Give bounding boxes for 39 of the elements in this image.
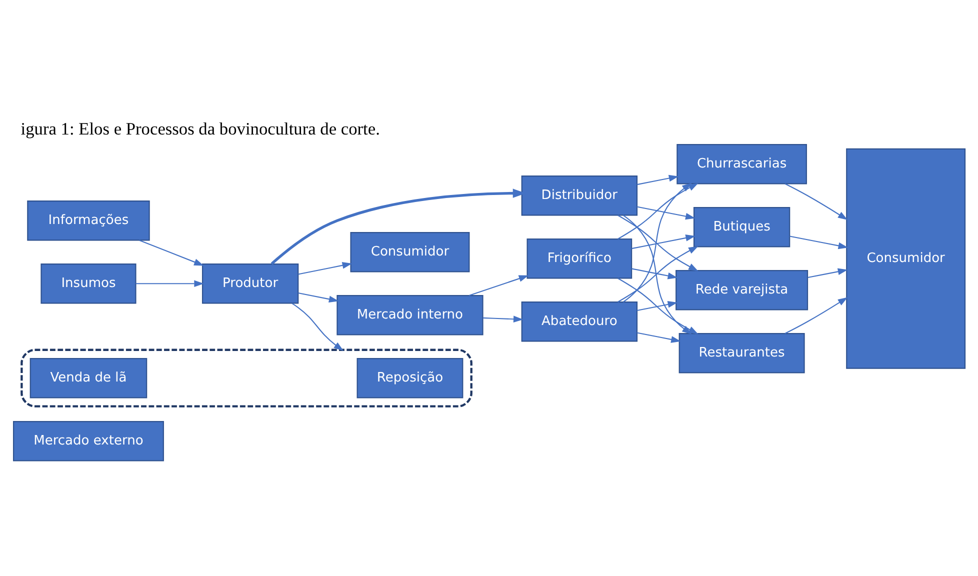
arrow <box>618 214 698 271</box>
node-box: Abatedouro <box>521 301 638 342</box>
arrow <box>632 234 696 249</box>
arrow <box>784 182 848 220</box>
node-box: Mercado externo <box>13 420 164 461</box>
node-box: Produtor <box>202 263 299 304</box>
node-box: Consumidor <box>350 232 470 272</box>
arrow <box>139 239 204 266</box>
node-box: Venda de lã <box>30 358 148 398</box>
node-box: Churrascarias <box>676 144 807 184</box>
arrow <box>636 300 678 311</box>
node-box: Restaurantes <box>678 332 805 373</box>
arrow <box>298 262 352 274</box>
node-box: Consumidor <box>846 148 966 368</box>
arrow <box>468 274 529 296</box>
arrow <box>292 302 344 350</box>
arrow <box>622 214 692 334</box>
node-box: Distribuidor <box>521 175 638 216</box>
node-box: Mercado interno <box>336 294 484 335</box>
arrow <box>636 206 696 220</box>
node-box: Frigorífico <box>526 238 632 278</box>
node-box: Insumos <box>40 263 136 304</box>
cluster <box>20 348 472 407</box>
arrow <box>136 280 204 287</box>
arrow <box>482 315 524 322</box>
arrow <box>636 332 681 342</box>
node-box: Reposição <box>356 358 464 398</box>
arrow <box>636 174 679 185</box>
arrow <box>784 296 848 334</box>
arrow <box>632 268 678 279</box>
diagram-title: igura 1: Elos e Processos da bovinocultura de corte. <box>20 119 380 138</box>
node-box: Butiques <box>693 206 790 247</box>
arrow <box>618 277 698 334</box>
arrow <box>298 292 339 302</box>
node-box: Rede varejista <box>676 270 808 310</box>
arrow <box>790 235 848 249</box>
arrow <box>618 246 698 302</box>
node-box: Informações <box>27 200 150 240</box>
arrow <box>808 268 848 278</box>
